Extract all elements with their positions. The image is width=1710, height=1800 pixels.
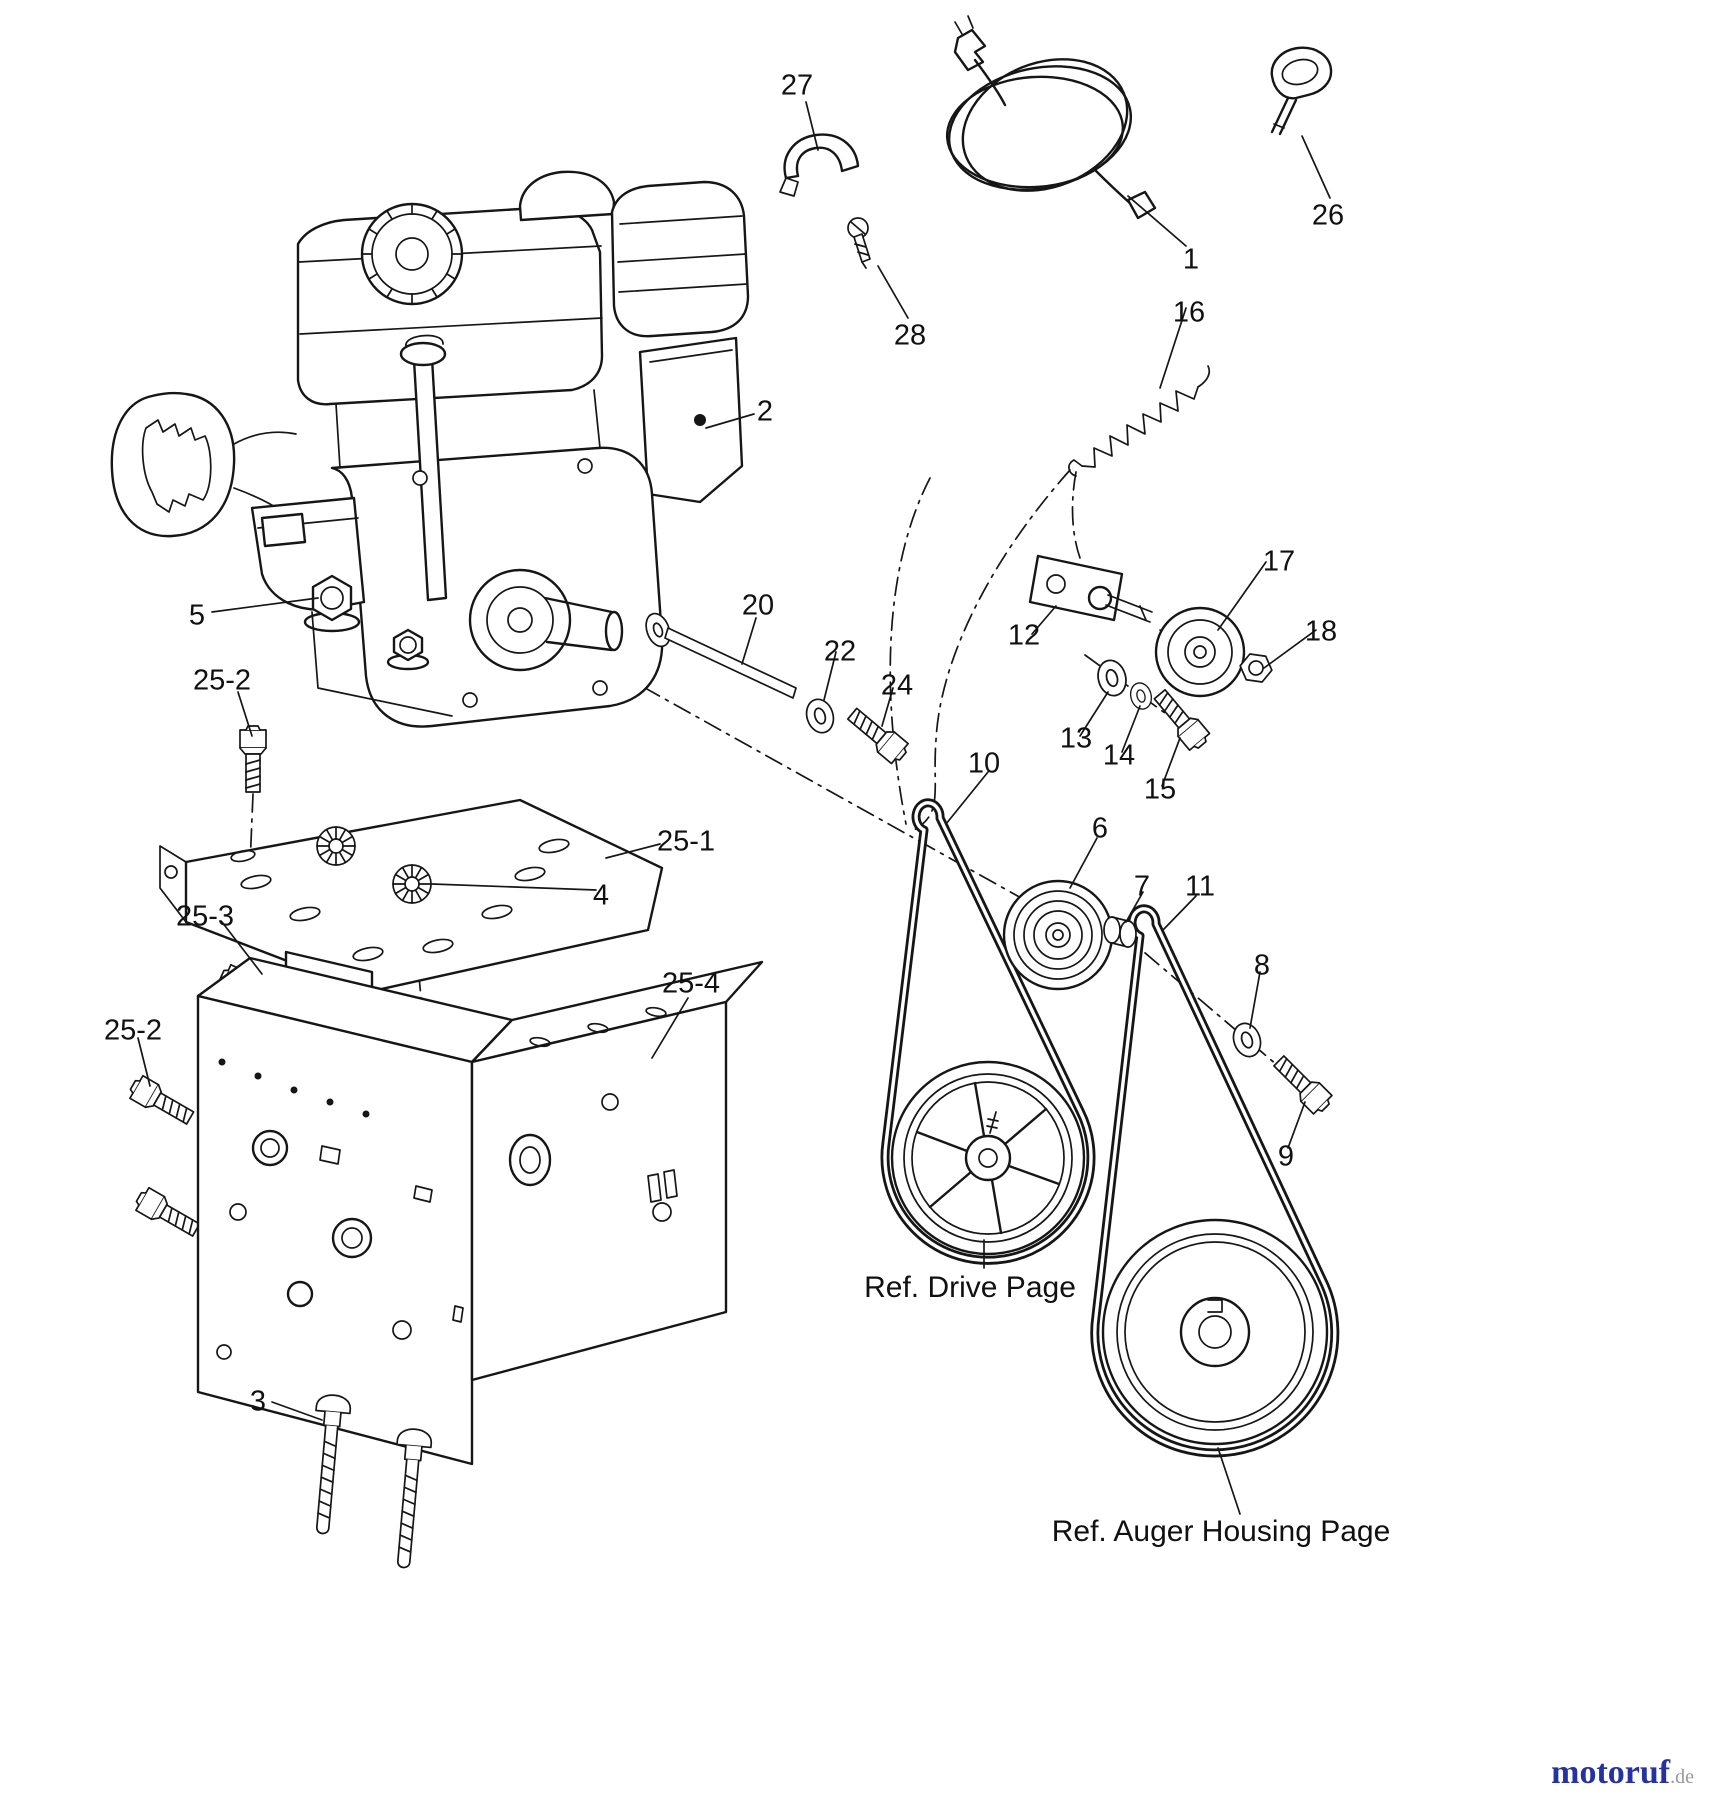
watermark-suffix: .de (1670, 1766, 1694, 1788)
idler-assembly (1028, 554, 1246, 698)
starter-cable (945, 15, 1157, 220)
rod-and-washer (645, 612, 797, 699)
callout-8: 8 (1253, 949, 1271, 982)
callout-25-2-a: 25-2 (192, 664, 252, 697)
clip-and-screw (779, 133, 871, 269)
callout-11: 11 (1184, 870, 1216, 903)
callout-16: 16 (1172, 296, 1206, 329)
callout-6: 6 (1091, 812, 1109, 845)
callout-27: 27 (780, 69, 814, 102)
callout-14: 14 (1102, 739, 1136, 772)
engine-illustration (110, 170, 750, 728)
callout-25-3: 25-3 (175, 900, 235, 933)
ref-auger-housing-page-label: Ref. Auger Housing Page (1051, 1515, 1391, 1548)
callout-4: 4 (592, 879, 610, 912)
callout-7: 7 (1133, 870, 1151, 903)
callout-15: 15 (1143, 773, 1177, 806)
ref-drive-page-label: Ref. Drive Page (864, 1271, 1076, 1304)
callout-28: 28 (893, 319, 927, 352)
callout-10: 10 (967, 747, 1001, 780)
belts (880, 798, 1340, 1458)
motor-plate (159, 798, 664, 994)
callout-26: 26 (1311, 199, 1345, 232)
callout-22: 22 (823, 635, 857, 668)
watermark-brand: motoruf (1551, 1754, 1671, 1791)
callout-9: 9 (1277, 1140, 1295, 1173)
watermark-logo: motoruf.de (1551, 1754, 1694, 1792)
callout-25-4: 25-4 (661, 967, 721, 1000)
callout-18: 18 (1304, 615, 1338, 648)
callout-13: 13 (1059, 722, 1093, 755)
callout-25-1: 25-1 (656, 825, 716, 858)
callout-3: 3 (249, 1385, 267, 1418)
callout-17: 17 (1262, 545, 1296, 578)
frame-assembly (196, 950, 764, 1466)
callout-1: 1 (1182, 243, 1200, 276)
leader-lines (137, 101, 1331, 1515)
callout-12: 12 (1007, 619, 1041, 652)
callout-2: 2 (756, 395, 774, 428)
callout-5: 5 (188, 599, 206, 632)
extension-spring (1068, 365, 1211, 477)
callout-25-2-b: 25-2 (103, 1014, 163, 1047)
callout-24: 24 (880, 669, 914, 702)
callout-20: 20 (741, 589, 775, 622)
key-knob (1270, 46, 1333, 136)
fuel-cap-knurling (361, 203, 463, 305)
auger-pulley (1101, 1218, 1329, 1446)
drive-pulley (890, 1060, 1086, 1256)
engine-pulley (1002, 879, 1137, 991)
